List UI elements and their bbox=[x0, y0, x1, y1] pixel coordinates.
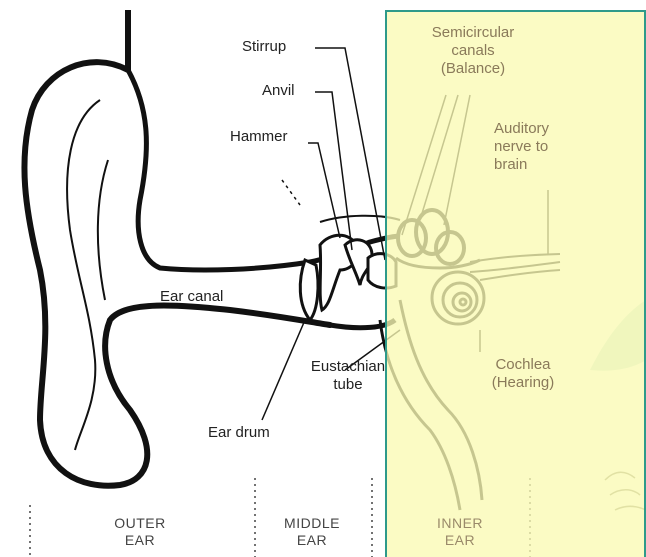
label-eustachian-tube: Eustachian tube bbox=[298, 358, 398, 394]
middle-ear-cavity bbox=[320, 216, 400, 222]
pinna-outline bbox=[24, 62, 330, 486]
label-cochlea-line1: Cochlea bbox=[478, 356, 568, 374]
middle-ear-dashed bbox=[282, 180, 300, 205]
label-hammer: Hammer bbox=[230, 128, 288, 146]
label-eustachian-line1: Eustachian bbox=[298, 358, 398, 376]
label-auditory-line2: nerve to bbox=[494, 138, 549, 156]
ear-canal-wall bbox=[330, 320, 395, 328]
panel-ornament bbox=[605, 472, 646, 510]
zone-middle-line1: MIDDLE bbox=[272, 515, 352, 532]
semicircular-canal-2 bbox=[398, 220, 426, 256]
label-auditory-line3: brain bbox=[494, 156, 549, 174]
label-stirrup: Stirrup bbox=[242, 38, 286, 56]
semicircular-canal-3 bbox=[436, 232, 464, 264]
label-semicircular-canals: Semicircular canals (Balance) bbox=[418, 24, 528, 78]
label-anvil: Anvil bbox=[262, 82, 295, 100]
zone-inner-line2: EAR bbox=[420, 532, 500, 549]
zone-middle-line2: EAR bbox=[272, 532, 352, 549]
zone-inner-ear: INNER EAR bbox=[420, 515, 500, 549]
label-auditory-line1: Auditory bbox=[494, 120, 549, 138]
label-semicircular-line1: Semicircular bbox=[418, 24, 528, 42]
label-cochlea: Cochlea (Hearing) bbox=[478, 356, 568, 392]
stirrup-bone bbox=[368, 254, 396, 288]
label-semicircular-line2: canals bbox=[418, 42, 528, 60]
pinna-inner-fold bbox=[128, 70, 310, 270]
cochlea-spiral bbox=[432, 272, 484, 324]
zone-outer-line1: OUTER bbox=[100, 515, 180, 532]
zone-outer-line2: EAR bbox=[100, 532, 180, 549]
pinna-helix bbox=[67, 100, 100, 450]
label-semicircular-line3: (Balance) bbox=[418, 60, 528, 78]
zone-inner-line1: INNER bbox=[420, 515, 500, 532]
label-eustachian-line2: tube bbox=[298, 376, 398, 394]
label-ear-canal: Ear canal bbox=[160, 288, 223, 306]
label-cochlea-line2: (Hearing) bbox=[478, 374, 568, 392]
auditory-nerve bbox=[470, 254, 560, 280]
zone-middle-ear: MIDDLE EAR bbox=[272, 515, 352, 549]
label-ear-drum: Ear drum bbox=[208, 424, 270, 442]
ear-drum-shape bbox=[300, 260, 318, 320]
zone-outer-ear: OUTER EAR bbox=[100, 515, 180, 549]
label-auditory-nerve: Auditory nerve to brain bbox=[494, 120, 549, 174]
pinna-antihelix bbox=[98, 160, 108, 300]
eustachian-tube bbox=[380, 300, 482, 510]
panel-swoosh bbox=[590, 300, 646, 371]
